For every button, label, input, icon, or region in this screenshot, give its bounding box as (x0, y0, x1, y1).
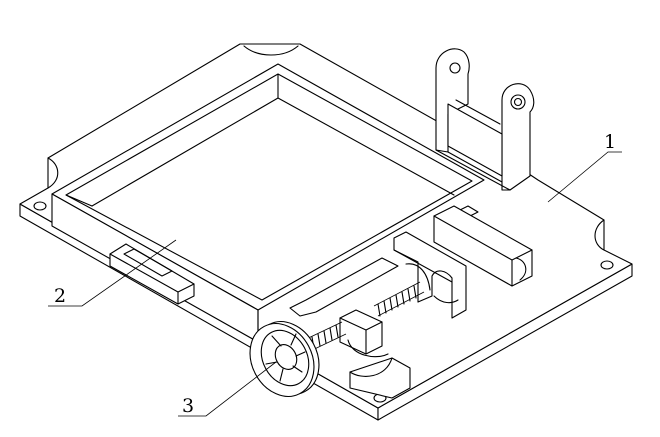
screw-thread-right (373, 281, 425, 317)
label-3-callout: 3 (178, 361, 277, 417)
hinge-bracket (435, 48, 535, 191)
handwheel (249, 321, 320, 397)
label-2: 2 (54, 285, 66, 307)
label-2-callout: 2 (48, 239, 177, 307)
label-1: 1 (604, 131, 616, 153)
screw-yoke (393, 231, 467, 319)
label-1-callout: 1 (547, 131, 622, 203)
left-slot-guide (109, 243, 195, 305)
label-3: 3 (182, 395, 194, 417)
clamp-block (433, 205, 533, 287)
